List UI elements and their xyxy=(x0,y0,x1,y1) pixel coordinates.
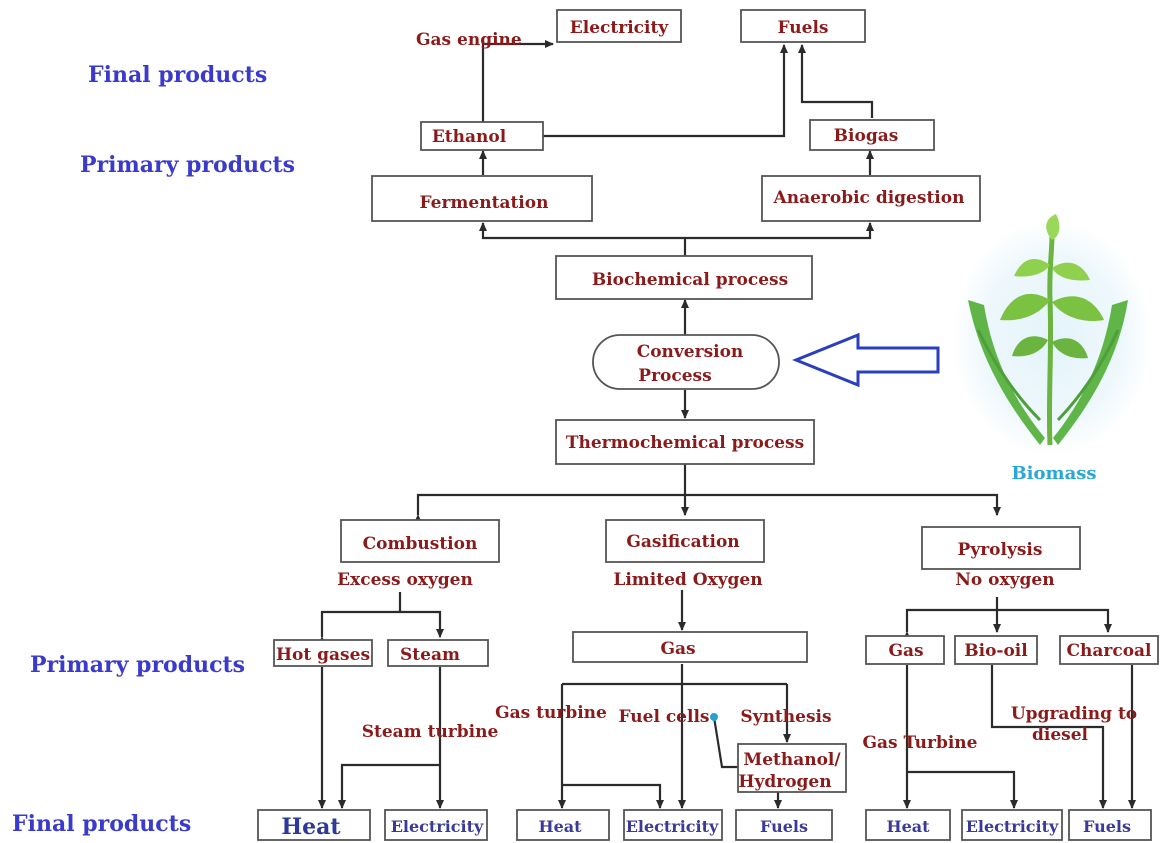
line-pyrolysis-split xyxy=(903,608,1112,640)
leaf-icon xyxy=(1052,338,1088,359)
node-fermentation: Fermentation xyxy=(371,175,593,222)
electricity-top-text: Electricity xyxy=(570,18,670,38)
arrow-steam-to-heat xyxy=(338,763,440,809)
ethanol-text: Ethanol xyxy=(432,127,507,147)
bio-oil-text: Bio-oil xyxy=(964,641,1028,661)
final-heat-2-text: Heat xyxy=(538,817,582,836)
left-hand-shape xyxy=(968,300,1045,445)
final-products-label-bottom: Final products xyxy=(12,811,191,837)
final-heat-3: Heat xyxy=(865,809,951,841)
node-steam: Steam xyxy=(387,639,489,667)
biomass-illustration xyxy=(952,214,1152,456)
leaf-icon xyxy=(1000,293,1050,321)
final-heat-2: Heat xyxy=(516,809,610,841)
right-hand-shape xyxy=(1053,300,1128,445)
thermochemical-process-text: Thermochemical process xyxy=(566,433,804,453)
node-ethanol: Ethanol xyxy=(420,121,544,151)
arrow-to-digestion xyxy=(685,222,874,240)
pyrolysis-text: Pyrolysis xyxy=(958,540,1043,560)
gasification-text: Gasification xyxy=(626,532,739,552)
final-heat-1-text: Heat xyxy=(281,814,341,840)
final-fuels-2-text: Fuels xyxy=(760,817,808,836)
leaf-icon xyxy=(1052,296,1104,322)
node-electricity-top: Electricity xyxy=(556,9,682,43)
limited-oxygen-text: Limited Oxygen xyxy=(613,570,762,590)
final-electricity-2: Electricity xyxy=(623,809,723,841)
connector-lines xyxy=(318,40,1136,809)
node-combustion: Combustion xyxy=(340,519,500,563)
final-fuels-3: Fuels xyxy=(1068,809,1152,841)
methanol-line2: Hydrogen xyxy=(738,772,831,792)
leaf-icon xyxy=(1014,258,1050,277)
synthesis-text: Synthesis xyxy=(740,707,831,727)
gas-turbine-right-text: Gas Turbine xyxy=(863,733,978,753)
conversion-process-line2: Process xyxy=(638,366,711,386)
steam-text: Steam xyxy=(400,645,460,665)
steam-turbine-text: Steam turbine xyxy=(362,722,499,742)
node-biochemical-process: Biochemical process xyxy=(555,255,813,300)
conversion-process-line1: Conversion xyxy=(637,342,744,362)
fuel-cells-dot xyxy=(710,713,718,721)
final-electricity-1: Electricity xyxy=(384,809,488,841)
arrow-biooil-to-fuels xyxy=(990,665,1107,809)
final-fuels-3-text: Fuels xyxy=(1083,817,1131,836)
final-heat-3-text: Heat xyxy=(886,817,930,836)
gas-turbine-mid-text: Gas turbine xyxy=(495,703,607,723)
fermentation-text: Fermentation xyxy=(420,193,549,213)
node-fuels-top: Fuels xyxy=(740,9,866,43)
node-thermochemical-process: Thermochemical process xyxy=(555,419,815,465)
hot-gases-text: Hot gases xyxy=(276,645,370,665)
node-gasification: Gasification xyxy=(605,519,765,563)
primary-products-label-top: Primary products xyxy=(80,152,295,178)
gas-engine-text: Gas engine xyxy=(416,30,522,50)
line-thermo-split xyxy=(414,493,1001,523)
arrow-to-fermentation xyxy=(479,222,685,240)
line-combustion-split xyxy=(318,610,444,645)
leaf-icon xyxy=(1052,262,1090,281)
node-conversion-process: Conversion Process xyxy=(592,334,780,390)
fuels-top-text: Fuels xyxy=(778,18,829,38)
biomass-input-arrow xyxy=(791,332,940,388)
plant-stem xyxy=(1046,235,1055,446)
final-fuels-2: Fuels xyxy=(735,809,833,841)
node-anaerobic-digestion: Anaerobic digestion xyxy=(761,175,981,222)
node-methanol-hydrogen: Methanol/ Hydrogen xyxy=(737,743,847,793)
arrow-ethanol-to-fuels xyxy=(543,44,788,138)
final-electricity-3-text: Electricity xyxy=(966,817,1059,836)
arrow-ethanol-to-electricity xyxy=(481,40,554,122)
node-hot-gases: Hot gases xyxy=(273,639,373,667)
biogas-text: Biogas xyxy=(834,126,899,146)
node-gas-right: Gas xyxy=(865,635,945,665)
leaf-icon xyxy=(1012,336,1048,357)
fuel-cells-text: Fuel cells xyxy=(619,707,710,727)
arrow-gas-to-electricity xyxy=(907,770,1018,809)
upgrading-line2: diesel xyxy=(1032,725,1089,745)
anaerobic-digestion-text: Anaerobic digestion xyxy=(773,188,965,208)
final-heat-1: Heat xyxy=(257,809,371,841)
final-products-label-top: Final products xyxy=(88,62,267,88)
upgrading-line1: Upgrading to xyxy=(1011,704,1137,724)
node-pyrolysis: Pyrolysis xyxy=(921,526,1081,570)
excess-oxygen-text: Excess oxygen xyxy=(337,570,473,590)
biochemical-process-text: Biochemical process xyxy=(592,270,788,290)
node-biogas: Biogas xyxy=(809,119,935,151)
no-oxygen-text: No oxygen xyxy=(955,570,1054,590)
gas-mid-text: Gas xyxy=(660,639,695,659)
node-gas-mid: Gas xyxy=(572,631,808,663)
node-charcoal: Charcoal xyxy=(1059,635,1159,665)
final-electricity-1-text: Electricity xyxy=(391,817,484,836)
final-electricity-2-text: Electricity xyxy=(626,817,719,836)
arrow-gasturbine-to-electricity xyxy=(562,783,664,809)
gas-right-text: Gas xyxy=(888,641,923,661)
biomass-label: Biomass xyxy=(1011,463,1096,484)
final-electricity-3: Electricity xyxy=(961,809,1063,841)
primary-products-label-bottom: Primary products xyxy=(30,652,245,678)
node-bio-oil: Bio-oil xyxy=(954,635,1038,665)
leaf-icon xyxy=(1046,214,1060,240)
charcoal-text: Charcoal xyxy=(1066,641,1152,661)
combustion-text: Combustion xyxy=(363,534,478,554)
arrow-biogas-to-fuels xyxy=(798,44,874,118)
methanol-line1: Methanol/ xyxy=(743,750,841,770)
